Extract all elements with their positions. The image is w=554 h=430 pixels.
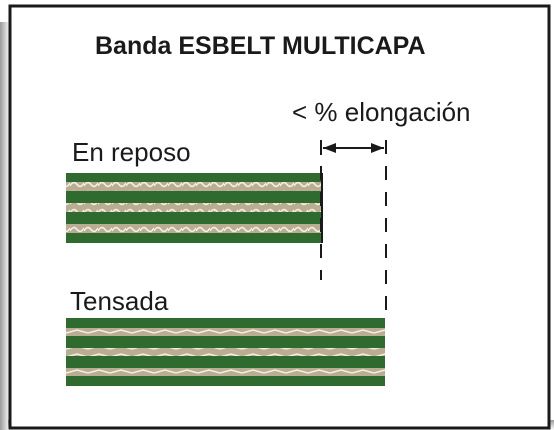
frame-shadow-left: [0, 22, 10, 430]
belt-tensioned-ply-3: [66, 368, 385, 376]
belt-rest-ply-1: [66, 182, 322, 191]
belt-tensioned-ply-2: [66, 348, 385, 356]
belt-tensioned: [66, 318, 385, 386]
tensioned-label: Tensada: [70, 286, 169, 316]
elongation-label: < % elongación: [292, 97, 471, 127]
double-arrow-icon: [320, 141, 384, 155]
belt-tensioned-ply-1: [66, 328, 385, 336]
rest-label: En reposo: [72, 137, 191, 167]
belt-rest-ply-3: [66, 224, 322, 233]
belt-rest: [66, 173, 323, 243]
belt-rest-ply-2: [66, 203, 322, 212]
diagram-title: Banda ESBELT MULTICAPA: [95, 32, 426, 60]
